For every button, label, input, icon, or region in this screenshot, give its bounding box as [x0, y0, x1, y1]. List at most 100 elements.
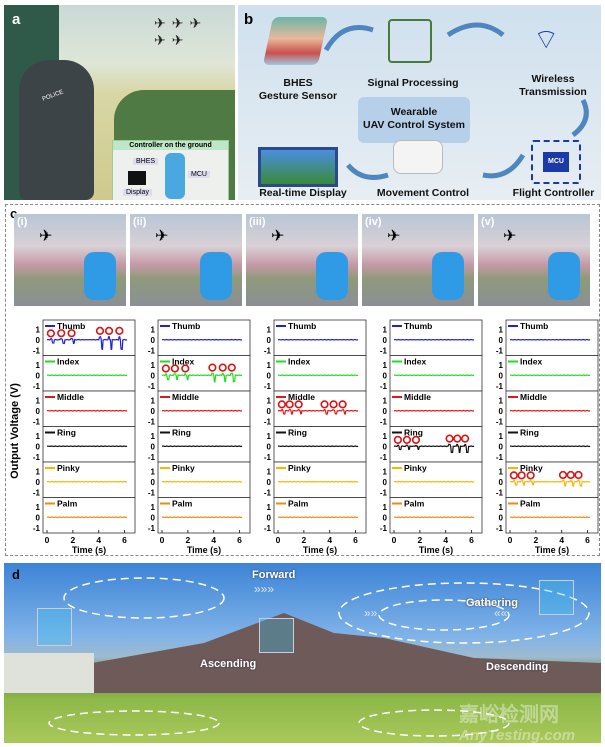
y-tick-label: 1	[36, 396, 41, 405]
y-tick-label: 0	[267, 371, 272, 380]
y-tick-label: 1	[499, 432, 504, 441]
x-tick-label: 0	[45, 535, 50, 545]
y-tick-label: 1	[151, 467, 156, 476]
y-tick-label: -1	[148, 488, 156, 497]
drone-icon: ✈	[387, 228, 401, 245]
legend-label: Pinky	[172, 463, 195, 473]
y-tick-label: -1	[33, 488, 41, 497]
subplot-frame	[505, 497, 599, 534]
peak-marker	[208, 363, 217, 372]
glove	[316, 252, 348, 300]
signal-line	[161, 480, 243, 483]
drone-icon: ✈	[39, 228, 53, 245]
x-tick-label: 2	[533, 535, 538, 545]
x-tick-label: 6	[585, 535, 590, 545]
panel-a-label: a	[12, 11, 21, 28]
gesture-photo: ✈(ii)	[130, 214, 242, 306]
subplot-frame	[42, 355, 136, 392]
x-axis-label: Time (s)	[303, 545, 337, 555]
legend-label: Middle	[57, 392, 84, 402]
subplot-frame	[505, 461, 599, 498]
y-tick-label: 0	[499, 478, 504, 487]
y-tick-label: 0	[383, 407, 388, 416]
y-tick-label: 0	[151, 513, 156, 522]
y-tick-label: 0	[267, 513, 272, 522]
signal-line	[46, 480, 128, 483]
y-tick-label: 1	[499, 467, 504, 476]
y-tick-label: 1	[499, 396, 504, 405]
y-tick-label: 0	[36, 513, 41, 522]
signal-line	[277, 480, 359, 483]
signal-line	[161, 516, 243, 519]
x-tick-label: 4	[443, 535, 448, 545]
y-tick-label: 1	[383, 467, 388, 476]
y-tick-label: 0	[36, 371, 41, 380]
y-tick-label: -1	[33, 453, 41, 462]
signal-line	[161, 338, 243, 341]
glove	[548, 252, 580, 300]
legend-label: Thumb	[288, 321, 316, 331]
peak-marker	[57, 329, 66, 338]
y-tick-label: -1	[264, 453, 272, 462]
y-tick-label: -1	[33, 346, 41, 355]
flow-arrows	[323, 22, 589, 180]
tag-bhes: BHES	[133, 158, 159, 165]
mcu-chip-icon: MCU	[531, 140, 581, 184]
y-tick-label: 1	[267, 432, 272, 441]
signal-line	[509, 374, 591, 377]
controller-inset: Controller on the ground BHES MCU Displa…	[112, 140, 229, 200]
y-tick-label: 0	[267, 407, 272, 416]
signal-line	[46, 445, 128, 448]
y-tick-label: 0	[499, 442, 504, 451]
glove	[165, 153, 185, 199]
panel-b-label: b	[244, 11, 254, 28]
laptop-icon	[258, 147, 338, 187]
signal-line	[393, 480, 475, 483]
signal-line	[393, 338, 475, 341]
peak-marker	[574, 470, 583, 480]
y-tick-label: -1	[496, 382, 504, 391]
peak-marker	[46, 329, 55, 338]
signal-line	[46, 336, 128, 351]
subplot-frame	[273, 426, 367, 463]
subplot-frame	[157, 497, 251, 534]
y-tick-label: 0	[151, 371, 156, 380]
legend-label: Thumb	[172, 321, 200, 331]
y-tick-label: 1	[36, 432, 41, 441]
legend-label: Index	[172, 357, 194, 367]
x-tick-label: 2	[417, 535, 422, 545]
y-tick-label: 1	[36, 325, 41, 334]
y-tick-label: 0	[267, 478, 272, 487]
x-axis-label: Time (s)	[187, 545, 221, 555]
legend-label: Thumb	[404, 321, 432, 331]
y-tick-label: -1	[148, 382, 156, 391]
y-tick-label: -1	[496, 417, 504, 426]
step-signal-processing: Signal Processing	[367, 77, 459, 89]
x-tick-label: 2	[301, 535, 306, 545]
signal-line	[509, 516, 591, 519]
mountain-scene: »»»»»««	[4, 577, 601, 737]
x-axis-label: Time (s)	[535, 545, 569, 555]
signal-line	[161, 372, 243, 383]
x-tick-label: 6	[353, 535, 358, 545]
legend-label: Pinky	[520, 463, 543, 473]
y-tick-label: 0	[383, 478, 388, 487]
column-label: (i)	[17, 216, 28, 228]
subplot-frame	[42, 461, 136, 498]
peak-marker	[402, 435, 412, 444]
y-tick-label: -1	[264, 417, 272, 426]
peak-marker	[411, 435, 421, 444]
y-tick-label: -1	[264, 488, 272, 497]
x-tick-label: 6	[469, 535, 474, 545]
peak-marker	[115, 326, 124, 335]
panel-d-label: d	[12, 567, 20, 582]
peak-marker	[294, 400, 303, 409]
x-tick-label: 4	[96, 535, 101, 545]
x-tick-label: 2	[185, 535, 190, 545]
y-tick-label: 0	[151, 442, 156, 451]
wifi-icon: ⌔	[533, 24, 560, 55]
y-tick-label: 0	[267, 336, 272, 345]
y-tick-label: 1	[383, 503, 388, 512]
y-tick-label: 0	[499, 371, 504, 380]
